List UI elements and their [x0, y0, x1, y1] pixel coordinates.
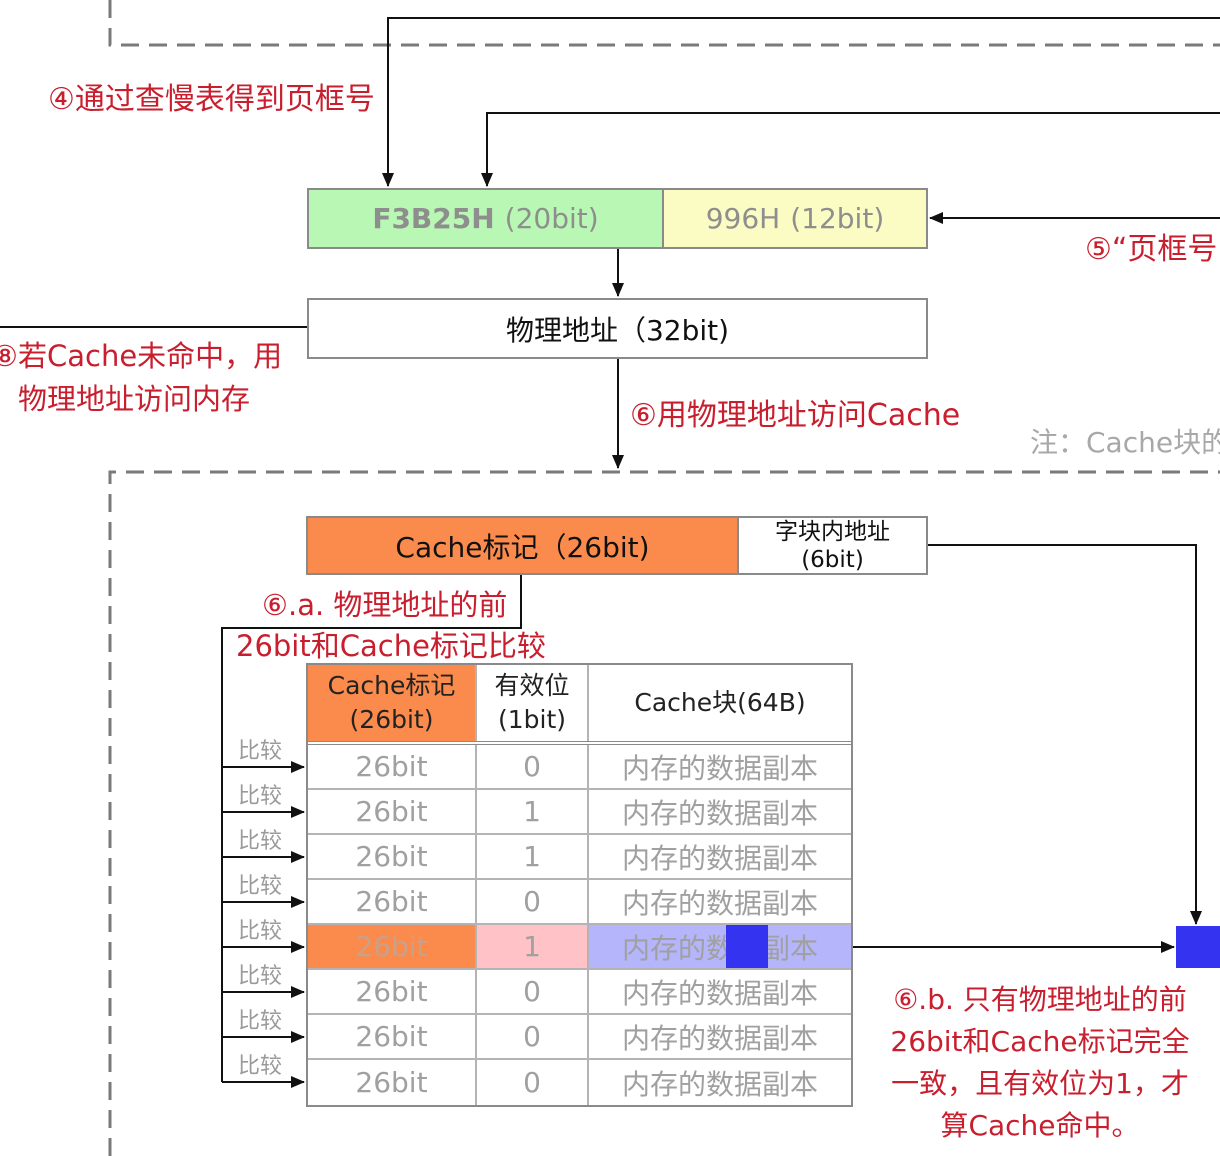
valid-bit-cell: 0 [477, 880, 589, 923]
page-offset-value: 996H [705, 202, 781, 235]
block-offset-label: 字块内地址 [775, 518, 890, 545]
header-block: Cache块(64B) [589, 665, 851, 741]
compare-label: 比较 [238, 829, 283, 854]
step6b-label-line2: 26bit和Cache标记完全 [890, 1025, 1190, 1058]
cache-line-row: 26bit 0 内存的数据副本 [308, 970, 851, 1015]
header-tag-line1: Cache标记 [327, 671, 456, 700]
valid-bit-cell: 0 [477, 1015, 589, 1058]
cache-line-row: 26bit 0 内存的数据副本 [308, 1015, 851, 1060]
block-offset-bits: (6bit) [801, 546, 864, 573]
tag-cell: 26bit [308, 1060, 477, 1105]
header-tag: Cache标记 (26bit) [308, 665, 477, 741]
cache-block-label: 内存的数据副本 [621, 886, 818, 920]
cache-line-row: 26bit 1 内存的数据副本 [308, 790, 851, 835]
note-label: 注：Cache块的 [1030, 426, 1220, 459]
valid-bit-cell: 0 [477, 745, 589, 788]
page-frame-number-field: F3B25H (20bit) [307, 188, 664, 249]
cache-block-label: 内存的数据副本 [621, 1021, 818, 1055]
cache-block-cell: 内存的数据副本 [589, 745, 851, 788]
compare-label: 比较 [238, 874, 283, 899]
cache-block-label: 内存的数据副本 [621, 751, 818, 785]
cache-line-row: 26bit 0 内存的数据副本 [308, 1060, 851, 1105]
valid-bit-cell: 1 [477, 835, 589, 878]
page-frame-bits: (20bit) [504, 202, 599, 235]
step6b-label-line3: 一致，且有效位为1，才 [891, 1067, 1189, 1100]
header-valid: 有效位 (1bit) [477, 665, 589, 741]
tag-cell: 26bit [308, 925, 477, 968]
compare-label: 比较 [238, 1054, 283, 1079]
cache-tag-field-label: Cache标记（26bit) [395, 530, 650, 564]
cache-block-label: 内存的数据副本 [621, 976, 818, 1010]
cache-table: Cache标记 (26bit) 有效位 (1bit) Cache块(64B) 2… [306, 663, 853, 1107]
cache-tag-field: Cache标记（26bit) [306, 516, 739, 575]
page-offset-field: 996H (12bit) [664, 188, 928, 249]
physical-address-box: 物理地址（32bit) [307, 298, 928, 359]
valid-bit-cell: 0 [477, 1060, 589, 1105]
step6a-label-line1: ⑥.a. 物理地址的前 [262, 588, 508, 622]
valid-bit-cell: 1 [477, 925, 589, 968]
block-offset-route-arrow [928, 544, 1202, 925]
valid-bit-cell: 1 [477, 790, 589, 833]
step6a-label-line2: 26bit和Cache标记比较 [236, 629, 546, 663]
valid-bit-cell: 0 [477, 970, 589, 1013]
cache-block-label: 内存的数据副本 [621, 796, 818, 830]
tag-cell: 26bit [308, 880, 477, 923]
step6b-label-line1: ⑥.b. 只有物理地址的前 [893, 983, 1187, 1016]
cache-line-row: 26bit 1 内存的数据副本 [308, 925, 851, 970]
accessed-word-square [1176, 926, 1220, 968]
cache-block-cell: 内存的数据副本 [589, 790, 851, 833]
step4-label: ④通过查慢表得到页框号 [48, 82, 375, 117]
step6b-label: ⑥.b. 只有物理地址的前 26bit和Cache标记完全 一致，且有效位为1，… [870, 979, 1210, 1147]
cache-line-row: 26bit 0 内存的数据副本 [308, 880, 851, 925]
step8-label-line1: ⑧若Cache未命中，用 [0, 339, 283, 373]
tag-cell: 26bit [308, 835, 477, 878]
cache-block-cell: 内存的数据副本 [589, 925, 851, 968]
copied-word-square [726, 925, 768, 968]
compare-label: 比较 [238, 919, 283, 944]
cache-block-cell: 内存的数据副本 [589, 970, 851, 1013]
step5-label: ⑤“页框号 [1085, 232, 1218, 267]
compare-label: 比较 [238, 1009, 283, 1034]
dashed-boundary-top [108, 0, 1220, 47]
block-offset-field: 字块内地址 (6bit) [739, 516, 928, 575]
cache-line-row: 26bit 0 内存的数据副本 [308, 745, 851, 790]
frame-number-arrow [481, 112, 1220, 187]
step6b-label-line4: 算Cache命中。 [940, 1109, 1140, 1142]
cache-block-label: 内存的数据副本 [621, 1067, 818, 1101]
page-table-frame-arrow [382, 17, 1220, 187]
cache-table-header: Cache标记 (26bit) 有效位 (1bit) Cache块(64B) [308, 665, 851, 745]
cache-block-label: 内存的数据副本 [621, 841, 818, 875]
tag-cell: 26bit [308, 790, 477, 833]
header-valid-line1: 有效位 [494, 671, 570, 700]
cache-block-label: 内存的数据副本 [621, 931, 818, 965]
page-offset-bits: (12bit) [790, 202, 885, 235]
step6-label: ⑥用物理地址访问Cache [630, 398, 961, 433]
physical-address-label: 物理地址（32bit) [505, 313, 730, 347]
cache-block-cell: 内存的数据副本 [589, 1015, 851, 1058]
page-frame-value: F3B25H [372, 202, 495, 235]
cache-block-cell: 内存的数据副本 [589, 1060, 851, 1105]
header-block-label: Cache块(64B) [634, 688, 806, 717]
tag-cell: 26bit [308, 1015, 477, 1058]
tag-cell: 26bit [308, 970, 477, 1013]
header-valid-line2: (1bit) [497, 705, 567, 734]
step8-label-line2: 物理地址访问内存 [18, 382, 251, 416]
cache-block-cell: 内存的数据副本 [589, 835, 851, 878]
tag-cell: 26bit [308, 745, 477, 788]
header-tag-line2: (26bit) [349, 705, 434, 734]
cache-line-row: 26bit 1 内存的数据副本 [308, 835, 851, 880]
compare-label: 比较 [238, 964, 283, 989]
cache-block-cell: 内存的数据副本 [589, 880, 851, 923]
compare-label: 比较 [238, 739, 283, 764]
compare-label: 比较 [238, 784, 283, 809]
